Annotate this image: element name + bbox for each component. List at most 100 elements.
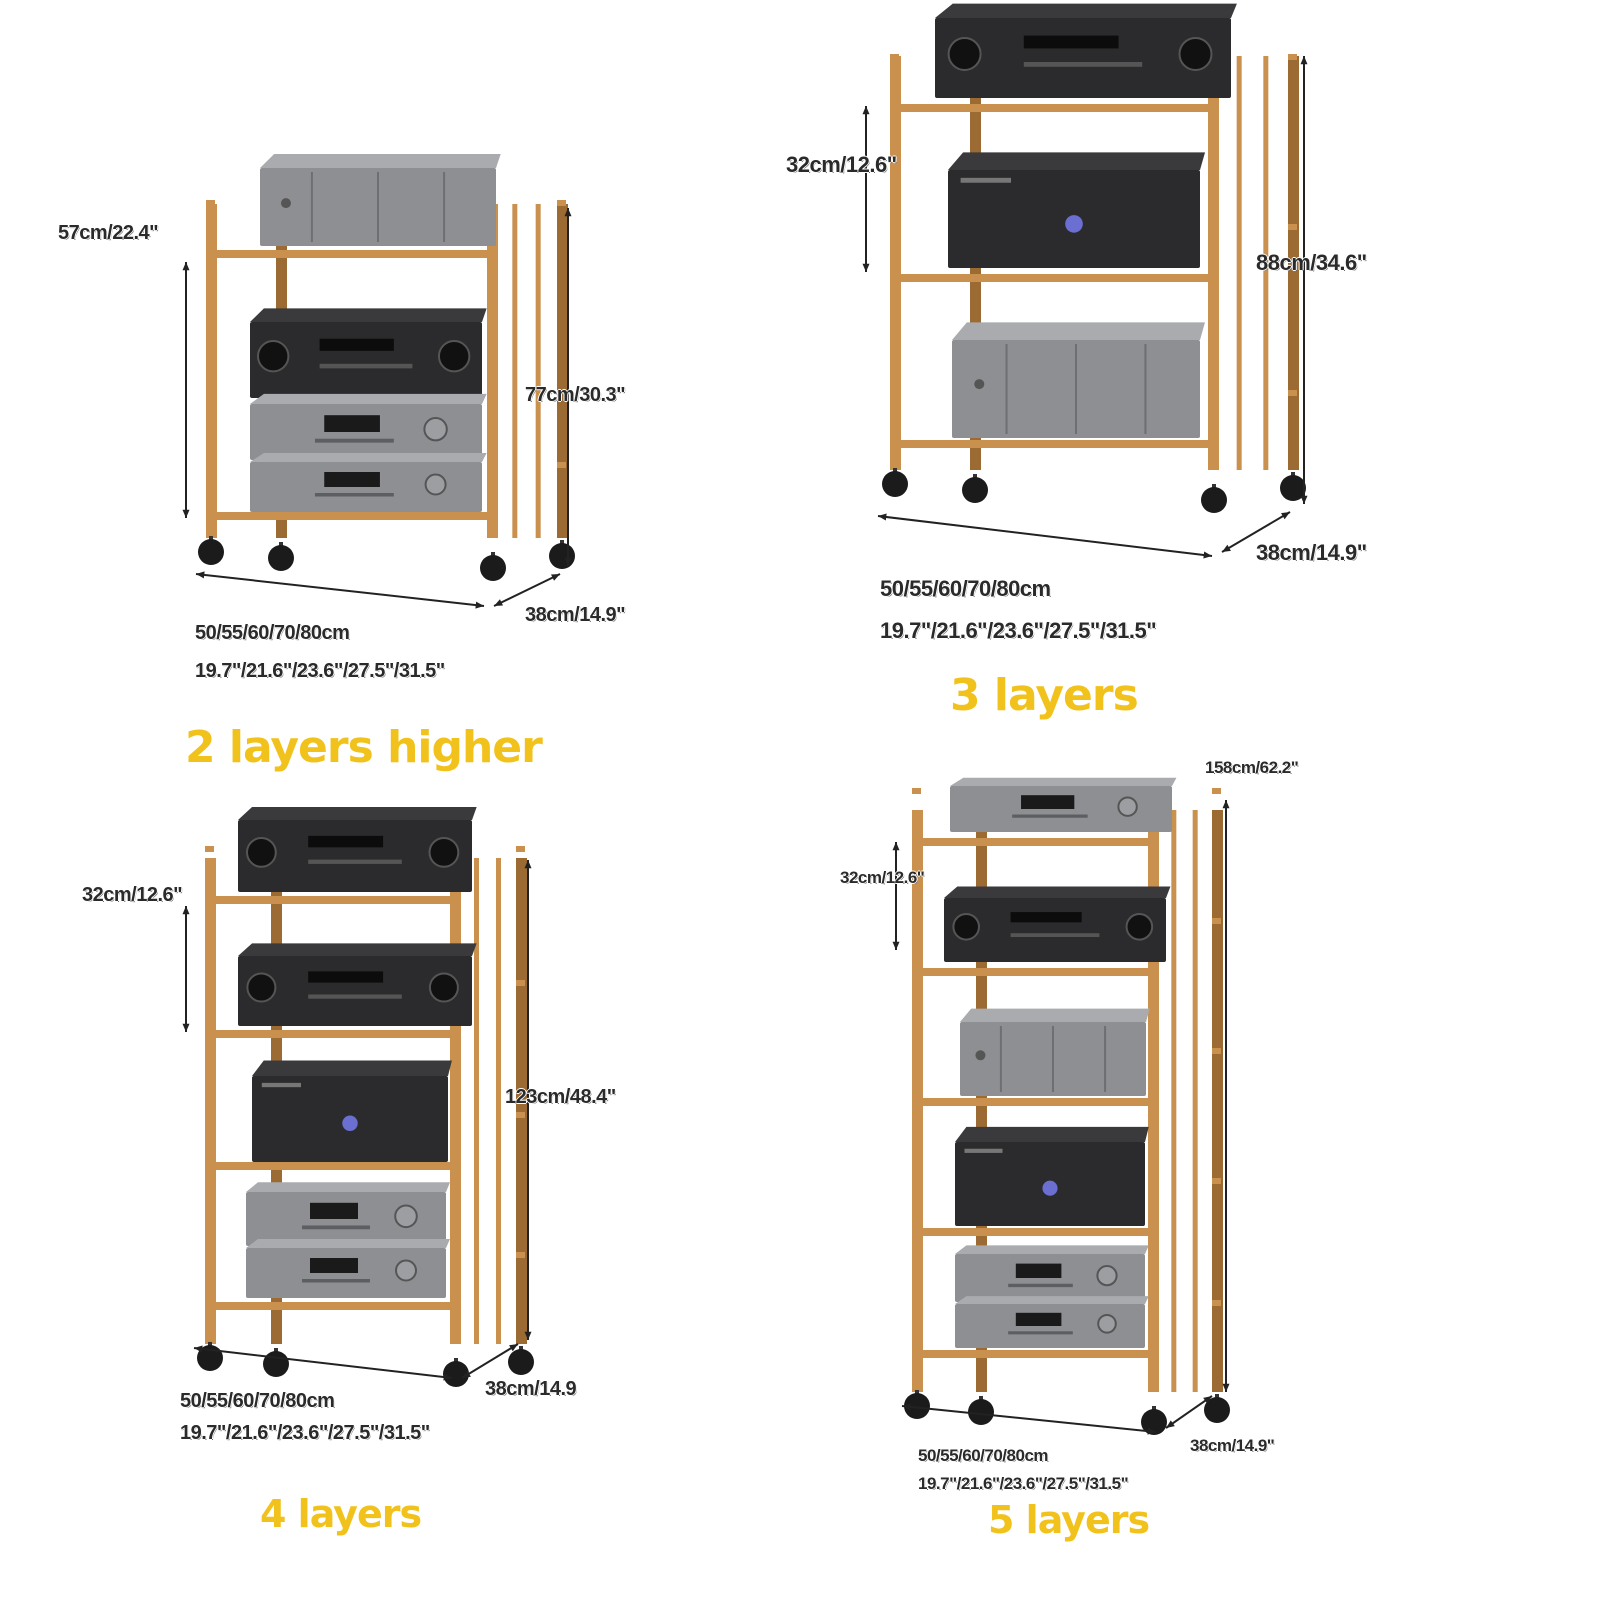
power-button [975,1050,986,1061]
width-dimension-arrow [877,515,1213,557]
shelf-edge [912,1350,1159,1358]
width-cm-label: 50/55/60/70/80cm [918,1446,1049,1465]
input-knob [1125,913,1154,941]
depth-dimension-label: 38cm/14.9 [485,1378,577,1400]
brand-badge [261,1082,301,1088]
input-knob [428,837,460,868]
shelf-edge [890,274,1219,282]
side-rail [516,1112,525,1118]
display-screen [324,472,380,487]
input-knob [437,340,471,373]
side-slat [496,858,501,1344]
display-screen [319,338,394,351]
device-top [960,1008,1150,1022]
width-cm-label: 50/55/60/70/80cm [880,576,1051,601]
width-dimension-arrow-head [878,513,887,521]
caster-wheel [480,555,506,581]
button-row [1010,933,1100,938]
side-rail [516,1252,525,1258]
depth-dimension-arrow-head [462,1370,471,1378]
brand-badge [964,1148,1003,1153]
disc-tray [1008,1283,1073,1288]
brand-badge [960,177,1011,183]
av-receiver-black [935,18,1231,98]
device-top [944,886,1171,898]
panel-title: 4 layers [260,1492,422,1536]
depth-dimension-arrow-head [509,1344,518,1352]
volume-knob [257,340,290,373]
av-receiver-black [238,820,472,892]
control-knob [423,417,448,442]
gap-dimension-label: 32cm/12.6" [82,884,183,906]
front-post [890,56,901,470]
display-screen [324,415,380,432]
front-post [1148,810,1159,1392]
control-knob [1097,1314,1117,1334]
width-dimension-arrow [193,1347,453,1379]
disc-tray [314,438,394,443]
display-screen [1010,912,1082,923]
caster-wheel [882,471,908,497]
device-top [238,807,477,820]
device-top [238,943,477,956]
display-screen [1015,1312,1062,1326]
back-post [516,858,527,1344]
side-slat [512,204,518,538]
display-screen [1015,1263,1062,1278]
height-dimension-arrow-head [524,1331,532,1340]
button-row [308,859,402,864]
volume-knob [246,837,277,868]
power-button [280,198,291,209]
depth-dimension-arrow-head [1281,512,1290,520]
side-slat [1171,810,1177,1392]
shelf-edge [206,250,498,258]
display-screen [308,971,384,983]
depth-dimension-arrow-head [1166,1420,1175,1428]
control-knob [395,1259,417,1282]
side-rail [1212,1048,1221,1054]
height-dimension-arrow-head [524,860,532,869]
back-post [1288,56,1299,470]
caster-wheel [962,477,988,503]
display-screen [1021,795,1075,809]
front-post [1208,56,1219,470]
depth-dimension-arrow-head [1222,544,1231,552]
disc-tray [1012,814,1088,818]
disc-tray [1008,1331,1073,1335]
depth-dimension-arrow-head [551,574,560,581]
width-dimension-arrow-head [1147,1427,1156,1435]
input-knob [428,972,459,1003]
side-rail [557,462,566,468]
device-top [935,3,1237,18]
gap-dimension-arrow-head [892,941,900,950]
control-knob [1117,796,1138,817]
width-inch-label: 19.7"/21.6"/23.6"/27.5"/31.5" [195,660,445,682]
device-top [950,777,1177,786]
device-top [250,308,487,322]
shelf-edge [912,1228,1159,1236]
disc-tray [314,493,394,497]
device-top [952,322,1205,340]
device-top [948,152,1206,170]
control-knob [424,473,447,496]
side-rail [516,846,525,852]
side-slat [535,204,541,538]
side-rail [1288,390,1297,396]
shelf-edge [912,968,1159,976]
caster-wheel [904,1393,930,1419]
depth-dimension-arrow [461,1343,519,1379]
height-dimension-arrow-head [1222,1383,1230,1392]
depth-dimension-arrow [1221,511,1291,553]
gap-dimension-label: 32cm/12.6" [840,868,925,887]
shelf-edge [912,838,1159,846]
caster-wheel [1201,487,1227,513]
panel-title: 3 layers [950,670,1139,721]
display-screen [1023,35,1119,49]
volume-knob [952,913,981,941]
device-top [260,153,501,168]
depth-dimension-arrow-head [1203,1396,1212,1404]
disc-tray [302,1279,370,1283]
caster-wheel [1280,475,1306,501]
